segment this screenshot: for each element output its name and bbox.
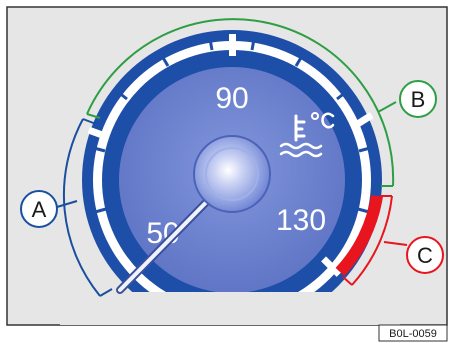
- scale-label-90: 90: [215, 82, 248, 115]
- figure-code: B0L-0059: [389, 328, 437, 340]
- needle-hub-inner: [205, 147, 259, 201]
- callout-a-letter: A: [32, 197, 47, 222]
- callout-c-bracket: [342, 195, 408, 286]
- major-markers: [87, 34, 374, 277]
- callout-b-letter: B: [411, 87, 426, 112]
- gauge-base-cut: [60, 292, 400, 325]
- warning-zone: [335, 194, 383, 277]
- callout-c-letter: C: [417, 243, 433, 268]
- callout-b-bracket: [86, 18, 397, 187]
- figure-code-box: [378, 324, 448, 342]
- callout-c-circle: [406, 236, 444, 274]
- coolant-temperature-icon: [279, 112, 335, 158]
- callout-b-circle: [399, 80, 437, 118]
- callout-a-bracket: [56, 118, 113, 297]
- scale-label-130: 130: [276, 204, 326, 237]
- callout-a-circle: [20, 190, 58, 228]
